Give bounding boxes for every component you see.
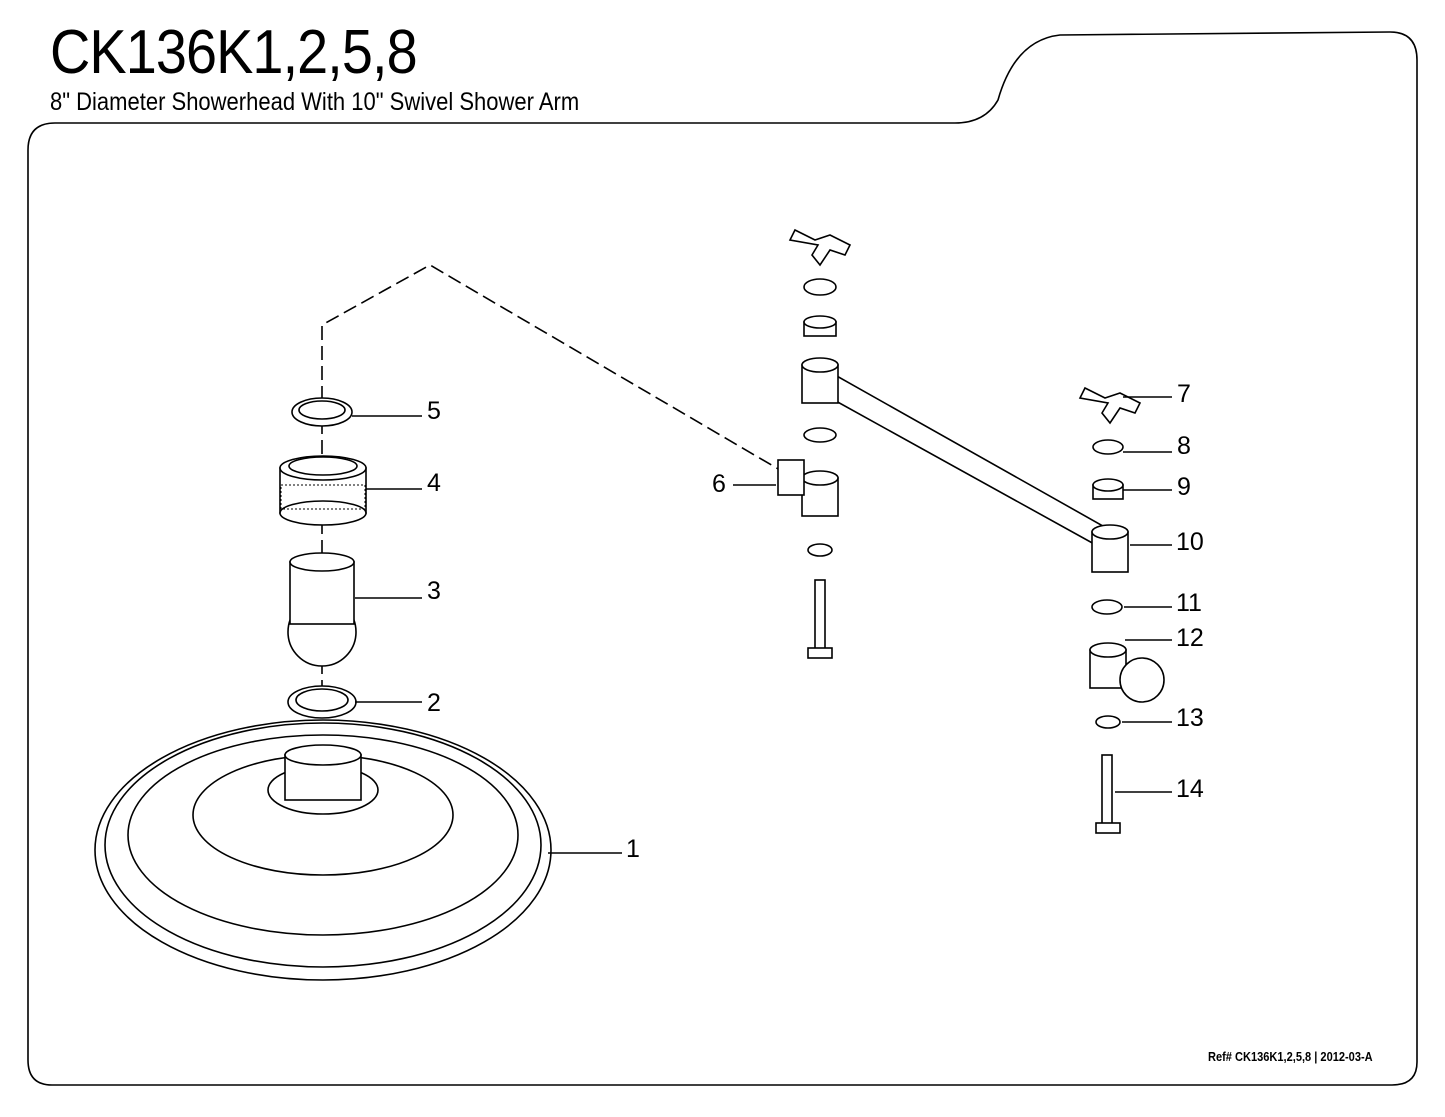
callout-12: 12 — [1176, 624, 1204, 652]
callout-11: 11 — [1176, 589, 1202, 617]
callout-6: 6 — [712, 470, 726, 498]
leader-lines — [352, 396, 1172, 854]
part-4-knurled-nut — [279, 455, 367, 526]
model-title: CK136K1,2,5,8 — [50, 18, 418, 87]
callout-2: 2 — [427, 689, 441, 717]
part-5-washer — [291, 397, 353, 427]
reference-number: Ref# CK136K1,2,5,8 | 2012-03-A — [1208, 1049, 1373, 1064]
callout-5: 5 — [427, 397, 441, 425]
callout-13: 13 — [1176, 704, 1204, 732]
part-1-showerhead — [94, 719, 552, 981]
callout-8: 8 — [1177, 432, 1191, 460]
right-swivel-stack — [1078, 386, 1165, 834]
callout-10: 10 — [1176, 528, 1204, 556]
shower-arm — [801, 357, 1129, 573]
callout-7: 7 — [1177, 380, 1191, 408]
part-2-washer — [287, 685, 357, 719]
callout-1: 1 — [626, 835, 640, 863]
callout-9: 9 — [1177, 473, 1191, 501]
left-swivel-stack — [777, 228, 852, 659]
sheet-border — [27, 31, 1418, 1086]
part-3-ball-joint — [287, 552, 357, 667]
product-description: 8" Diameter Showerhead With 10" Swivel S… — [50, 88, 580, 116]
callout-14: 14 — [1176, 775, 1204, 803]
assembly-centerline — [321, 264, 781, 471]
callout-4: 4 — [427, 469, 441, 497]
callout-3: 3 — [427, 577, 441, 605]
